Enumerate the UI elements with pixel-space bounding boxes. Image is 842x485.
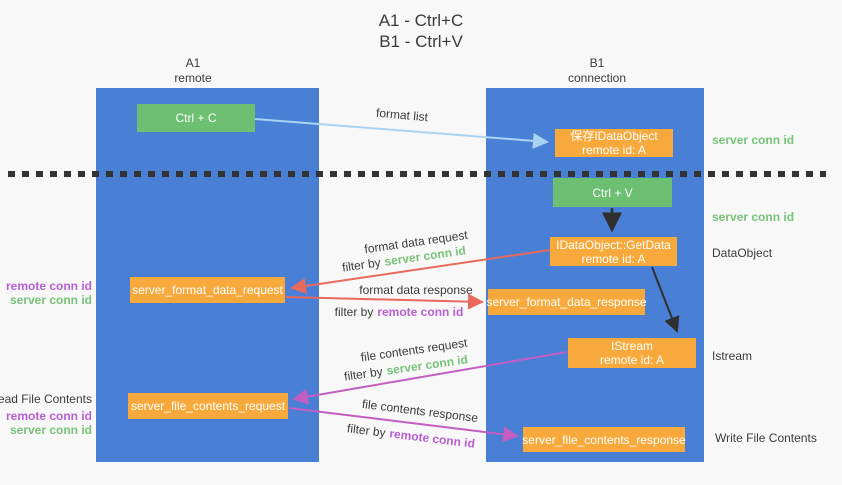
left-remote-conn-id-label: remote conn id <box>5 279 92 293</box>
right-server-conn-id-label: server conn id <box>712 133 795 147</box>
format-data-response-label: format data response <box>359 283 473 297</box>
istream-box: IStream remote id: A <box>568 338 696 368</box>
format-response-label: server_format_data_response <box>486 295 647 309</box>
read-file-contents-label: Read File Contents <box>0 392 92 406</box>
format-request-label: server_format_data_request <box>132 283 283 297</box>
filter-by-text: filter by <box>341 255 382 275</box>
save-idataobject-box: 保存IDataObject remote id: A <box>555 129 673 157</box>
column-b1-subtitle: connection <box>567 71 627 85</box>
column-a1-name: A1 <box>185 56 201 70</box>
dataobject-label: DataObject <box>712 246 773 260</box>
remote-conn-id-text: remote conn id <box>388 426 476 451</box>
ctrl-c-label: Ctrl + C <box>175 111 217 125</box>
file-response-label: server_file_contents_response <box>522 432 686 447</box>
ctrl-c-box: Ctrl + C <box>137 104 255 132</box>
file-request-label: server_file_contents_request <box>130 399 286 413</box>
column-header-b1: B1 connection <box>537 56 657 86</box>
left-remote-conn-id-label: remote conn id <box>5 409 92 423</box>
left-server-conn-id-label: server conn id <box>9 293 92 307</box>
file-contents-response-label: file contents response <box>361 396 479 426</box>
istream-label: Istream <box>712 349 753 363</box>
column-a1-subtitle: remote <box>174 71 212 85</box>
title-line-2: B1 - Ctrl+V <box>379 32 463 51</box>
server-file-contents-request-box: server_file_contents_request <box>128 393 288 419</box>
session-divider-dotted-line <box>8 171 826 177</box>
title-line-1: A1 - Ctrl+C <box>378 11 464 30</box>
server-format-data-request-box: server_format_data_request <box>130 277 285 303</box>
idataobject-getdata-box: IDataObject::GetData remote id: A <box>550 237 677 266</box>
filter-by-text: filter by <box>343 364 384 384</box>
getdata-line1: IDataObject::GetData <box>556 237 671 252</box>
ctrl-v-label: Ctrl + V <box>592 185 633 200</box>
write-file-contents-label: Write File Contents <box>715 431 817 445</box>
server-format-data-response-box: server_format_data_response <box>486 289 647 315</box>
server-file-contents-response-box: server_file_contents_response <box>522 427 686 452</box>
right-server-conn-id-label: server conn id <box>712 210 795 224</box>
ctrl-v-box: Ctrl + V <box>553 178 672 207</box>
column-b1-name: B1 <box>589 56 605 70</box>
save-idataobject-line2: remote id: A <box>581 143 647 157</box>
save-idataobject-line1: 保存IDataObject <box>570 129 658 143</box>
filter-by-text: filter by <box>334 305 374 319</box>
getdata-line2: remote id: A <box>581 251 646 266</box>
remote-conn-id-text: remote conn id <box>377 305 464 319</box>
format-list-label: format list <box>375 105 429 125</box>
left-server-conn-id-label: server conn id <box>9 423 92 437</box>
istream-line2: remote id: A <box>599 353 665 367</box>
filter-by-text: filter by <box>346 421 387 440</box>
column-header-a1: A1 remote <box>133 56 253 86</box>
istream-line1: IStream <box>610 339 653 353</box>
diagram-title: A1 - Ctrl+C B1 - Ctrl+V <box>0 10 842 52</box>
